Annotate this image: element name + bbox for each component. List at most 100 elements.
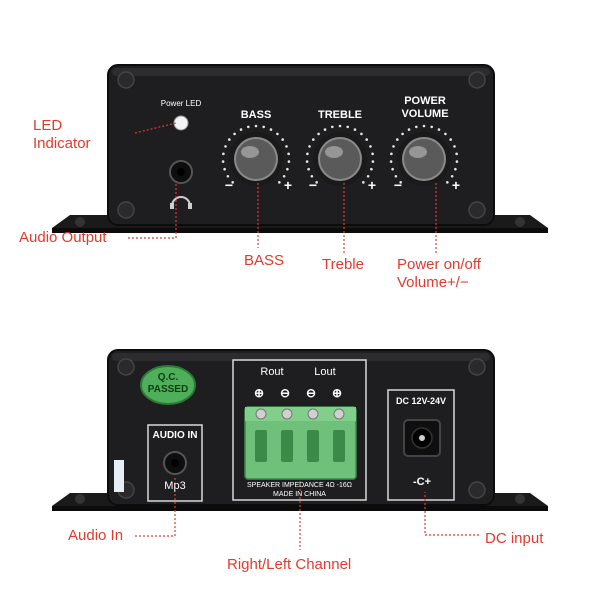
- knob-tick: [366, 174, 370, 178]
- mp3-label: Mp3: [164, 480, 186, 492]
- treble-plus-mark: +: [367, 177, 377, 193]
- front-screws: [75, 71, 525, 227]
- knob-tick: [369, 145, 372, 148]
- knob-tick: [262, 125, 266, 129]
- channel-callout: Right/Left Channel: [227, 556, 352, 573]
- knob-tick: [276, 132, 279, 136]
- knob-tick: [362, 181, 365, 184]
- speaker-impedance-text: SPEAKER IMPEDANCE 4Ω -16Ω: [247, 482, 352, 489]
- knob-tick: [407, 128, 411, 131]
- knob-tick: [389, 160, 393, 163]
- rear-screws: [75, 358, 525, 504]
- knob-tick: [437, 128, 441, 131]
- power-led-label: Power LED: [160, 99, 202, 108]
- knob-tick: [399, 181, 402, 184]
- qc-line-1: Q.C.: [157, 372, 179, 383]
- knob-tick: [269, 128, 273, 131]
- knob-tick: [287, 152, 290, 156]
- knob-tick: [430, 125, 434, 129]
- knob-tick: [278, 181, 281, 184]
- treble-callout: Treble: [322, 256, 364, 273]
- knob-scale-ticks: [221, 124, 459, 184]
- made-in-text: MADE IN CHINA: [273, 491, 326, 498]
- knob-tick: [338, 124, 342, 128]
- audio-in-label: AUDIO IN: [152, 430, 198, 441]
- front-panel: [107, 64, 495, 226]
- qc-passed-sticker: [140, 365, 196, 405]
- knob-tick: [392, 145, 395, 148]
- dc-input-frame: [387, 389, 455, 501]
- audio-output-callout: Audio Output: [19, 229, 107, 246]
- knob-tick: [246, 125, 250, 129]
- knob-tick: [310, 174, 314, 178]
- knob-tick: [444, 132, 447, 136]
- treble-knob[interactable]: [313, 132, 367, 186]
- knob-tick: [233, 132, 236, 136]
- knob-tick: [371, 160, 375, 163]
- knob-tick: [396, 138, 399, 141]
- knob-tick: [455, 160, 459, 163]
- knob-tick: [394, 174, 398, 178]
- audio-in-frame: [147, 424, 203, 502]
- rout-label: Rout: [260, 366, 284, 378]
- dc-input-jack[interactable]: [403, 419, 441, 457]
- knob-tick: [371, 152, 374, 156]
- bass-knob[interactable]: [229, 132, 283, 186]
- knob-tick: [391, 167, 394, 171]
- audio-output-jack[interactable]: [169, 160, 193, 209]
- knob-tick: [446, 181, 449, 184]
- qc-line-2: PASSED: [147, 384, 189, 395]
- knob-tick: [285, 145, 288, 148]
- knob-tick: [226, 174, 230, 178]
- knob-tick: [453, 145, 456, 148]
- knob-tick: [365, 138, 368, 141]
- knob-tick: [221, 160, 225, 163]
- treble-knob-label: TREBLE: [318, 109, 362, 121]
- knob-tick: [317, 132, 320, 136]
- knob-tick: [312, 138, 315, 141]
- volume-plus-mark: +: [451, 177, 461, 193]
- bass-minus-mark: −: [224, 177, 234, 193]
- side-sticker: [114, 460, 124, 492]
- knob-tick: [414, 125, 418, 129]
- rear-callout-leaders: [135, 476, 479, 550]
- knob-tick: [315, 181, 318, 184]
- volume-minus-mark: −: [393, 177, 403, 193]
- speaker-terminal-block[interactable]: [244, 406, 357, 480]
- audio-in-callout: Audio In: [68, 527, 124, 544]
- knob-tick: [254, 124, 258, 128]
- knob-tick: [401, 132, 404, 136]
- bass-plus-mark: +: [283, 177, 293, 193]
- terminal-symbol-3: ⊖: [305, 386, 317, 400]
- power-volume-callout: Power on/off Volume+/−: [397, 256, 481, 291]
- knob-tick: [222, 152, 225, 156]
- dc-input-callout: DC input: [485, 530, 544, 547]
- audio-in-jack[interactable]: [163, 451, 187, 475]
- knob-tick: [422, 124, 426, 128]
- dc-voltage-label: DC 12V-24V: [395, 396, 447, 406]
- terminal-symbol-2: ⊖: [279, 386, 291, 400]
- front-callout-leaders: [128, 122, 437, 253]
- qc-passed-text: Q.C. PASSED: [141, 372, 195, 396]
- power-volume-knob[interactable]: [397, 132, 451, 186]
- speaker-terminal-frame: [232, 359, 367, 501]
- treble-minus-mark: −: [308, 177, 318, 193]
- knob-tick: [323, 128, 327, 131]
- led-indicator-callout: LED Indicator: [33, 117, 91, 152]
- terminal-symbol-4: ⊕: [331, 386, 343, 400]
- lout-label: Lout: [314, 366, 336, 378]
- knob-tick: [286, 167, 289, 171]
- volume-knob-label: VOLUME: [401, 108, 449, 120]
- dc-polarity-label: -C+: [412, 476, 432, 488]
- bass-knob-label: BASS: [240, 109, 272, 121]
- knob-tick: [454, 167, 457, 171]
- knob-tick: [353, 128, 357, 131]
- knob-tick: [239, 128, 243, 131]
- knob-tick: [306, 152, 309, 156]
- knob-tick: [450, 174, 454, 178]
- knob-tick: [231, 181, 234, 184]
- knob-tick: [228, 138, 231, 141]
- knob-tick: [287, 160, 291, 163]
- knob-tick: [307, 167, 310, 171]
- knob-tick: [390, 152, 393, 156]
